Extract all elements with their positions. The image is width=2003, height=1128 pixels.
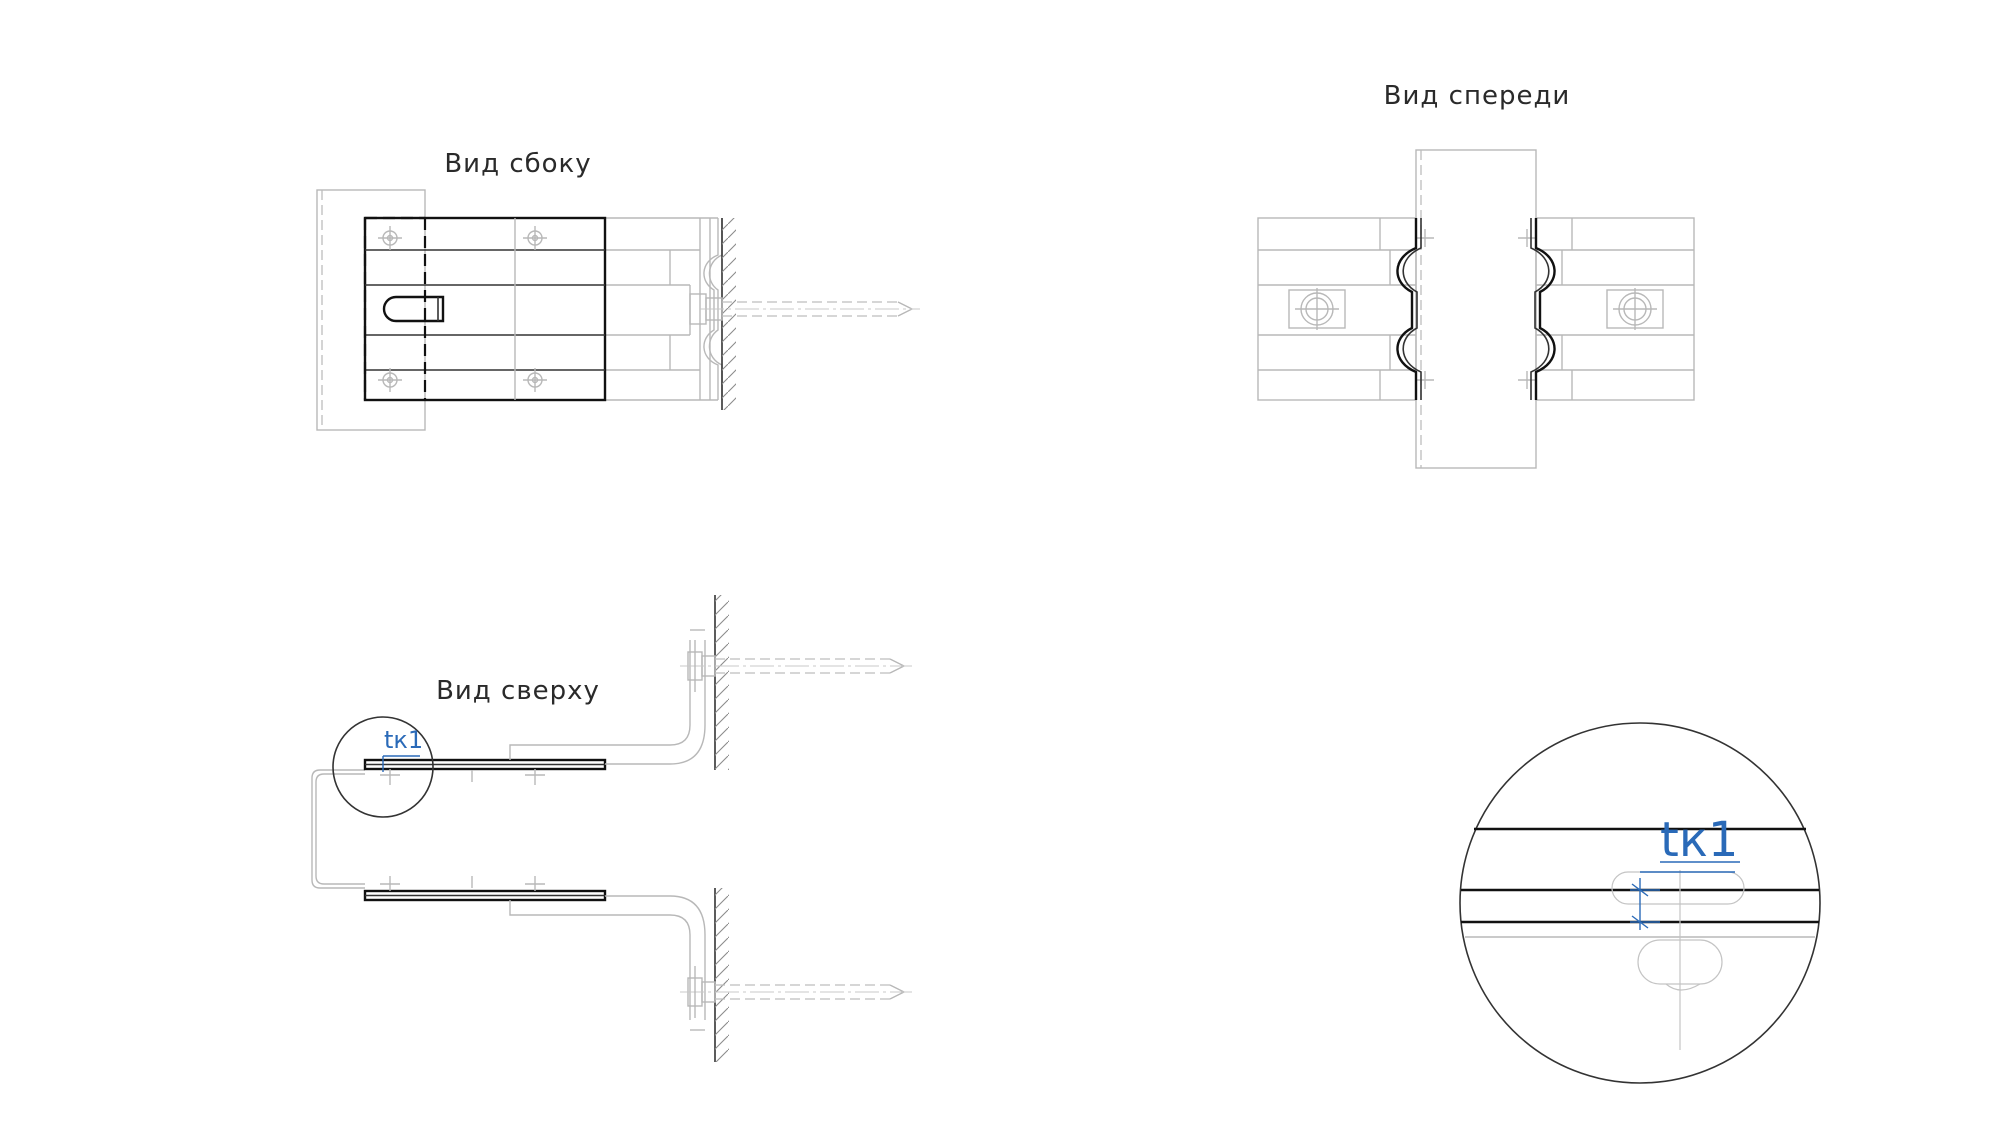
side-bracket-profile — [703, 218, 719, 400]
top-upper-wall-hatch — [715, 595, 729, 770]
front-screw — [1416, 229, 1434, 247]
front-column — [1415, 149, 1537, 469]
side-wall-hatch — [722, 218, 736, 410]
detail-callout-circle — [332, 716, 434, 818]
detail-callout-dim-label: tк1 — [384, 726, 423, 754]
detail-enlarged-circle — [1459, 722, 1821, 1084]
front-screw — [1518, 371, 1536, 389]
front-left-rails — [1257, 217, 1417, 401]
detail-dim-label: tк1 — [1660, 812, 1738, 868]
side-screw — [523, 226, 547, 250]
top-lower-l-bracket — [509, 900, 691, 1020]
front-view: Вид спереди — [1257, 81, 1695, 469]
detail-dimension — [1630, 861, 1740, 930]
front-screw — [1416, 371, 1434, 389]
side-screw — [378, 368, 402, 392]
side-slot — [382, 295, 445, 323]
detail-slot-upper — [1611, 871, 1745, 905]
front-screw — [1518, 229, 1536, 247]
side-screw — [378, 226, 402, 250]
side-back-panel — [316, 189, 426, 431]
front-anchor-left — [1288, 288, 1346, 330]
top-upper-l-bracket — [509, 640, 691, 760]
side-anchor-bolt — [689, 293, 920, 325]
side-rails — [605, 217, 718, 401]
front-anchor-right — [1606, 288, 1664, 330]
front-right-rails — [1535, 217, 1695, 401]
top-upper-anchor-bolt — [680, 640, 912, 692]
top-view: Вид сверху — [311, 595, 912, 1062]
side-screw — [523, 368, 547, 392]
front-bracket-right — [1534, 218, 1556, 400]
side-main-plate — [363, 216, 607, 402]
top-lower-anchor-bolt — [680, 966, 912, 1018]
top-view-title: Вид сверху — [436, 676, 600, 706]
front-view-title: Вид спереди — [1384, 81, 1571, 111]
side-view-title: Вид сбоку — [444, 149, 591, 179]
detail-enlarged-view: tк1 — [1459, 722, 1821, 1084]
front-bracket-left — [1396, 218, 1418, 400]
top-lower-wall-hatch — [715, 888, 729, 1062]
side-view: Вид сбоку — [316, 149, 920, 431]
top-u-bracket — [311, 769, 365, 889]
